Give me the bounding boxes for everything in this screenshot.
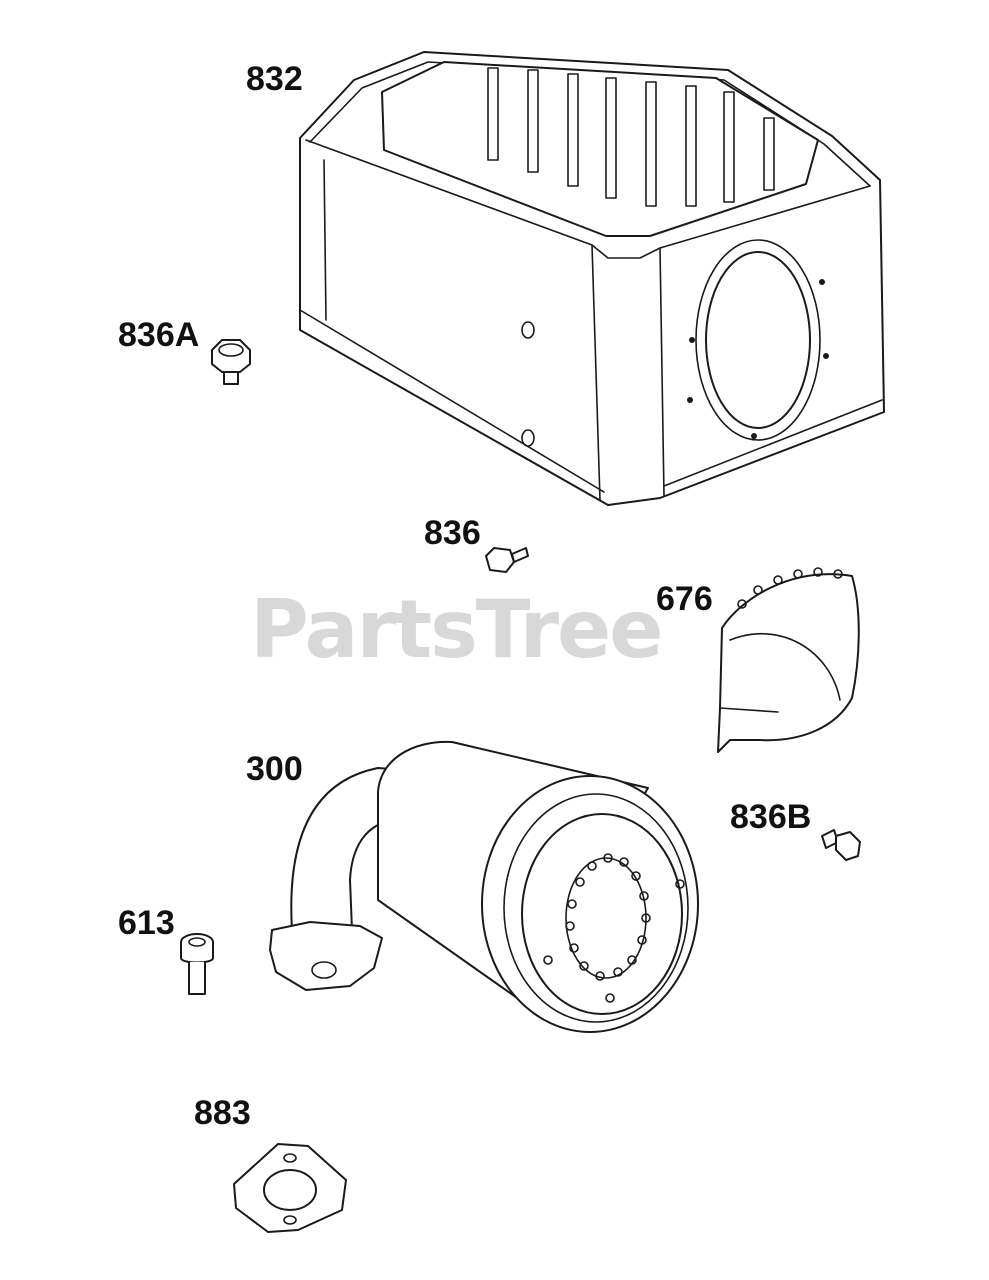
callout-300: 300 <box>246 750 303 788</box>
callout-883: 883 <box>194 1094 251 1132</box>
guard-slots <box>487 67 775 207</box>
muffler-perforations <box>565 853 651 981</box>
bolt-836b <box>821 829 861 861</box>
callout-613: 613 <box>118 904 175 942</box>
muffler-guard-832 <box>299 51 885 506</box>
callout-676: 676 <box>656 580 713 618</box>
bolt-836a <box>211 339 251 385</box>
callout-836: 836 <box>424 514 481 552</box>
callout-836a: 836A <box>118 316 200 354</box>
gasket-883 <box>233 1143 347 1233</box>
watermark: PartsTree <box>250 583 664 676</box>
callout-832: 832 <box>246 60 303 98</box>
callout-836b: 836B <box>730 798 812 836</box>
heat-shield-676 <box>717 567 860 753</box>
bolt-836 <box>485 547 529 573</box>
bolt-613 <box>180 933 214 995</box>
muffler-300 <box>269 740 699 1033</box>
